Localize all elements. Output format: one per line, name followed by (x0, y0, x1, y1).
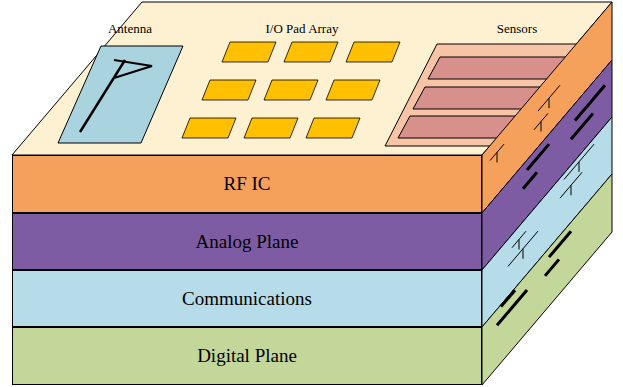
via-trace (549, 98, 550, 108)
wire-trace (501, 290, 515, 306)
wire-trace (564, 144, 594, 179)
io-pad (326, 80, 380, 100)
layer-label: Digital Plane (197, 345, 297, 367)
layer-label: Analog Plane (196, 231, 299, 253)
via-trace (571, 185, 572, 195)
layer-label: RF IC (224, 173, 271, 195)
part-label: Sensors (497, 21, 537, 37)
io-pad (264, 80, 318, 100)
wire-trace (549, 231, 571, 257)
layer-band: Analog Plane (12, 213, 482, 270)
layer-band: Communications (12, 270, 482, 327)
io-pad (182, 118, 236, 138)
wire-trace (560, 172, 582, 198)
via-trace (579, 162, 580, 172)
part-label: Antenna (108, 21, 152, 37)
wire-trace (571, 113, 593, 139)
via-trace (523, 249, 524, 259)
antenna-symbol (114, 60, 152, 78)
wire-trace (527, 144, 549, 170)
io-pad (222, 42, 276, 62)
layer-label: Communications (182, 288, 312, 310)
wire-trace (523, 172, 537, 188)
antenna-symbol (80, 60, 125, 132)
wire-trace (538, 85, 560, 111)
io-pad (244, 118, 298, 138)
wire-trace (497, 290, 527, 325)
via-trace (541, 122, 542, 132)
part-label: I/O Pad Array (266, 21, 339, 37)
wire-trace (508, 231, 538, 266)
layer-side (482, 174, 612, 385)
via-trace (497, 152, 498, 162)
layer-band: Digital Plane (12, 327, 482, 385)
io-pad (202, 80, 256, 100)
sensor-element (428, 57, 567, 79)
io-pad (306, 118, 360, 138)
via-trace (519, 239, 520, 249)
io-pad (284, 42, 338, 62)
antenna-panel (58, 46, 183, 143)
io-pad (346, 42, 400, 62)
wire-trace (545, 259, 559, 275)
layer-band: RF IC (12, 155, 482, 213)
